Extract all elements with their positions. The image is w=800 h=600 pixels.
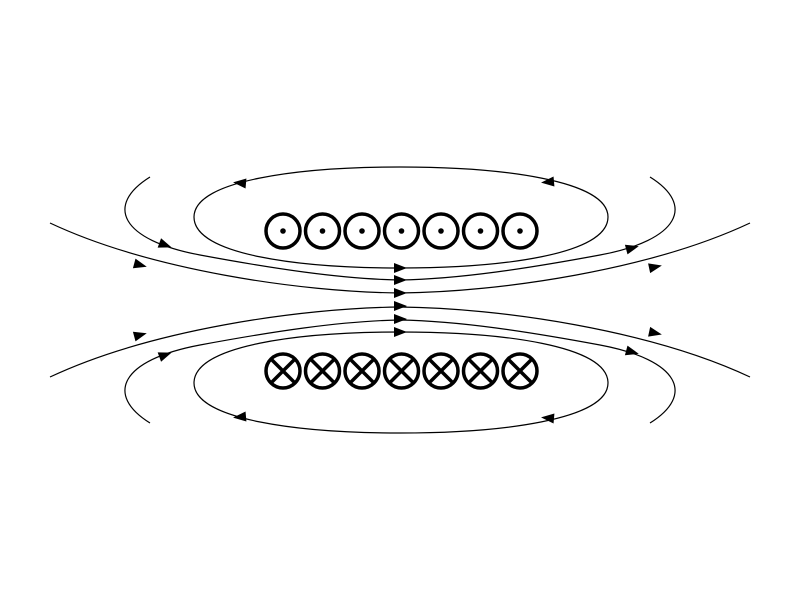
current-out-of-page-icon — [461, 212, 500, 250]
current-into-page-icon — [501, 352, 539, 390]
field-line-bottom-inner-loop — [193, 331, 609, 434]
field-arrow-icon — [157, 238, 172, 248]
current-into-page-icon — [382, 352, 421, 390]
current-into-page-icon — [343, 352, 381, 390]
field-arrow-icon — [394, 314, 407, 324]
field-arrow-icon — [648, 326, 662, 337]
current-out-of-page-icon — [382, 212, 421, 250]
field-arrow-icon — [394, 327, 407, 337]
current-out-of-page-icon — [303, 212, 342, 250]
field-arrow-icon — [157, 352, 172, 362]
field-arrow-icon — [624, 244, 639, 255]
field-arrow-icon — [648, 263, 662, 274]
field-arrow-icon — [132, 331, 147, 342]
field-arrow-icon — [233, 178, 247, 189]
current-out-of-page-icon — [501, 212, 539, 250]
field-arrow-icon — [233, 411, 247, 422]
field-arrow-icon — [394, 301, 407, 311]
current-into-page-icon — [422, 352, 460, 390]
current-out-of-page-icon — [422, 212, 460, 250]
conductors — [264, 212, 539, 390]
current-into-page-icon — [264, 352, 302, 390]
field-arrow-icon — [541, 413, 555, 424]
current-out-of-page-icon — [264, 212, 302, 250]
current-into-page-icon — [303, 352, 342, 390]
field-arrow-icon — [394, 263, 407, 273]
current-out-of-page-icon — [343, 212, 381, 250]
field-arrow-icon — [541, 176, 555, 187]
field-arrow-icon — [624, 345, 639, 356]
field-line-top-inner-loop — [193, 166, 609, 269]
field-arrow-icon — [132, 258, 147, 269]
field-lines — [49, 166, 751, 434]
field-arrow-icon — [394, 288, 407, 298]
current-into-page-icon — [461, 352, 500, 390]
field-arrow-icon — [394, 275, 407, 285]
field-arrows — [132, 176, 662, 424]
